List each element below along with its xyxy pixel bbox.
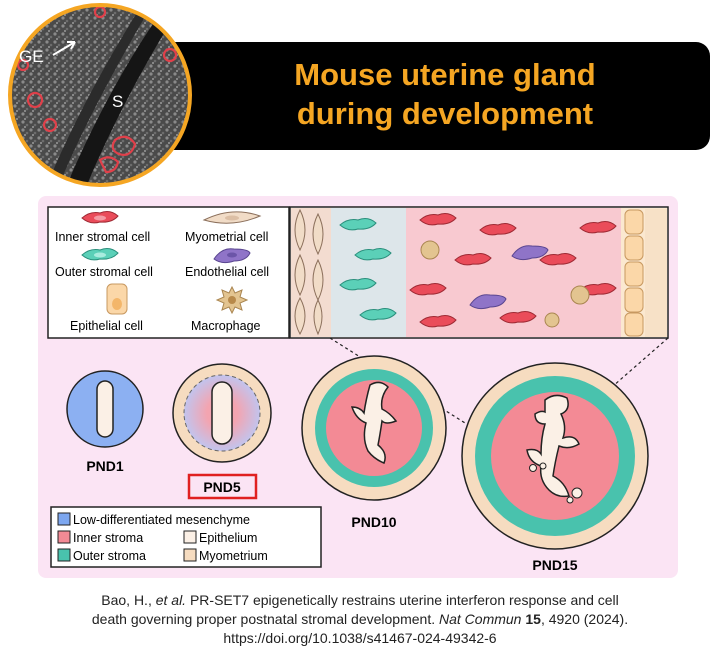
pnd5-diagram [172, 363, 272, 463]
legend-inner-stroma: Inner stroma [73, 531, 143, 545]
pnd1-label: PND1 [86, 458, 124, 474]
tissue-zoom-box [289, 206, 669, 339]
title-banner [120, 42, 710, 150]
citation-etal: et al. [155, 592, 187, 608]
legend-myometrial: Myometrial cell [185, 230, 268, 244]
citation-authors: Bao, H., [101, 592, 156, 608]
pnd5-label: PND5 [203, 479, 241, 495]
inner-stromal-cell-icon [81, 211, 119, 224]
pnd10-diagram [301, 355, 447, 501]
ge-label: GE [19, 47, 44, 66]
pnd10-label: PND10 [351, 514, 396, 530]
legend-endothelial: Endothelial cell [185, 265, 269, 279]
endothelial-cell-icon [213, 248, 251, 264]
page-title: Mouse uterine gland during development [200, 55, 690, 133]
citation-doi[interactable]: https://doi.org/10.1038/s41467-024-49342… [223, 630, 497, 646]
micrograph-image: GE S [8, 3, 192, 187]
citation-pages: , 4920 (2024). [540, 611, 629, 627]
legend-macrophage: Macrophage [191, 319, 261, 333]
legend-outer-stromal: Outer stromal cell [55, 265, 153, 279]
legend-outer-stroma: Outer stroma [73, 549, 146, 563]
cell-legend-box [47, 206, 290, 339]
citation-title: PR-SET7 epigenetically restrains uterine… [186, 592, 619, 608]
region-legend: Low-differentiated mesenchyme Inner stro… [50, 506, 322, 568]
myometrial-cell-icon [202, 211, 262, 224]
pnd5-highlight-box [187, 473, 258, 500]
citation: Bao, H., et al. PR-SET7 epigenetically r… [0, 591, 720, 648]
s-label: S [112, 92, 123, 111]
epithelial-cell-icon [106, 283, 128, 315]
legend-myometrium: Myometrium [199, 549, 268, 563]
citation-title-2: death governing proper postnatal stromal… [91, 611, 439, 627]
citation-journal: Nat Commun [439, 611, 522, 627]
pnd1-diagram [66, 370, 144, 448]
title-line-2: during development [296, 96, 594, 131]
arrow-icon [67, 41, 76, 50]
outer-stromal-cell-icon [81, 248, 119, 261]
macrophage-icon [215, 285, 249, 315]
citation-volume: 15 [525, 611, 541, 627]
pnd15-label: PND15 [532, 557, 577, 573]
legend-epithelium: Epithelium [199, 531, 257, 545]
legend-epithelial: Epithelial cell [70, 319, 143, 333]
pnd15-diagram [461, 362, 649, 550]
title-line-1: Mouse uterine gland [294, 57, 596, 92]
legend-mesenchyme: Low-differentiated mesenchyme [73, 513, 250, 527]
legend-inner-stromal: Inner stromal cell [55, 230, 150, 244]
